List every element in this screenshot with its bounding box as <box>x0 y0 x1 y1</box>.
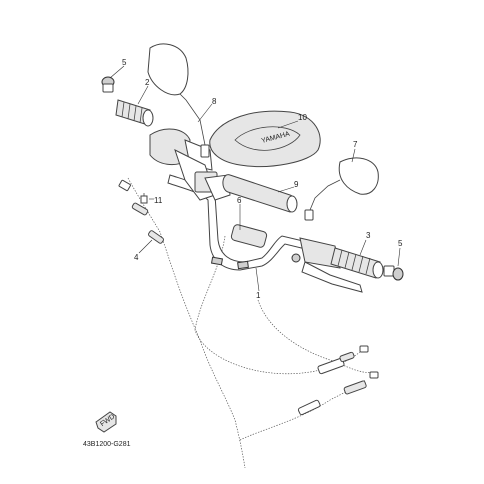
right-grip <box>330 247 384 279</box>
callout-1: 1 <box>256 291 261 300</box>
callout-9: 9 <box>294 180 299 189</box>
steering-pad: YAMAHA <box>209 110 321 168</box>
left-grip <box>115 99 154 127</box>
cable-adjusters <box>118 179 379 416</box>
bolt <box>140 193 148 204</box>
callout-7: 7 <box>353 140 358 149</box>
left-mirror <box>147 43 210 158</box>
diagram-code: 43B1200-G281 <box>83 441 131 448</box>
left-grip-end <box>101 76 115 93</box>
right-throttle-housing <box>291 237 363 293</box>
callout-2: 2 <box>145 78 150 87</box>
callout-5-left: 5 <box>122 58 127 67</box>
callout-8: 8 <box>212 97 217 106</box>
fwd-arrow-icon: FWD <box>95 411 117 433</box>
callout-10: 10 <box>298 113 307 122</box>
callout-3: 3 <box>366 231 371 240</box>
clamp <box>230 224 268 248</box>
leader-lines <box>109 65 401 292</box>
cross-pad <box>222 174 298 213</box>
callout-11: 11 <box>154 196 163 205</box>
callout-6: 6 <box>237 196 242 205</box>
right-grip-end <box>383 265 404 281</box>
callout-4: 4 <box>134 253 139 262</box>
right-mirror <box>304 157 379 221</box>
control-cables <box>127 177 376 469</box>
callout-5-right: 5 <box>398 239 403 248</box>
callouts: 5 2 8 10 7 9 6 11 4 1 3 5 <box>122 58 403 300</box>
